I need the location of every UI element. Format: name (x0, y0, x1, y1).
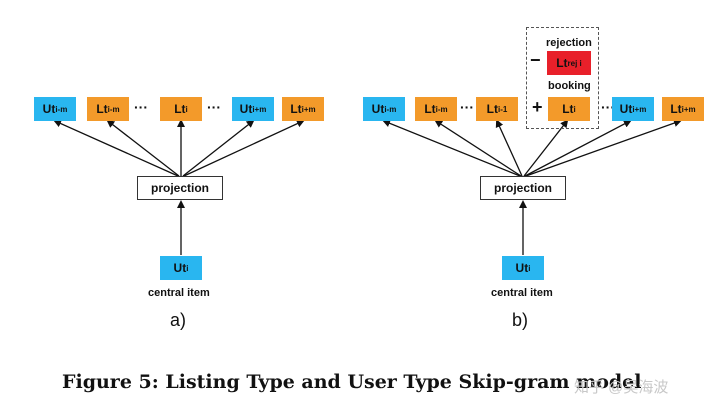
node-base: Ut (515, 261, 529, 275)
node-sub: i+m (301, 104, 316, 114)
node-sub: i-m (435, 104, 448, 114)
arrow-a-proj-to-ut-im (53, 119, 179, 177)
figure-caption: Figure 5: Listing Type and User Type Ski… (62, 371, 642, 393)
node-sub: i (528, 263, 531, 273)
node-base: Ut (42, 102, 56, 116)
arrow-b-proj-to-lt-i (523, 119, 569, 177)
ellipsis-b-2: ··· (601, 99, 615, 115)
ellipsis-a-1: ··· (134, 99, 148, 115)
arrow-b-proj-to-ut-ipm (524, 120, 632, 177)
arrow-a-proj-to-ut-ipm (182, 119, 255, 177)
panel-label-a: a) (170, 310, 187, 330)
central-item-label-a: central item (148, 287, 210, 299)
node-base: Lt (96, 102, 108, 116)
node-sub: i+m (252, 104, 267, 114)
node-sub: rej i (567, 58, 582, 68)
node-base: Ut (173, 261, 187, 275)
node-sub: i+m (681, 104, 696, 114)
node-sub: i (573, 104, 576, 114)
rejection-booking-dashed-box (526, 27, 599, 129)
node-base: Lt (486, 102, 498, 116)
node-base: Lt (670, 102, 682, 116)
node-base: Lt (556, 56, 568, 70)
arrow-b-proj-to-lt-ipm (525, 119, 682, 177)
node-base: Ut (619, 102, 633, 116)
ellipsis-a-2: ··· (207, 99, 221, 115)
ellipsis-b-1: ··· (460, 99, 474, 115)
arrow-b-proj-to-lt-im (434, 119, 522, 177)
watermark: 知乎 @吴海波 (574, 379, 669, 396)
node-sub: i-1 (497, 104, 508, 114)
node-base: Lt (562, 102, 574, 116)
arrow-b-proj-to-lt-i1 (495, 119, 523, 177)
arrow-a-proj-to-lt-ipm (183, 119, 305, 177)
node-sub: i (186, 263, 189, 273)
node-base: Lt (174, 102, 186, 116)
projection-b: projection (480, 176, 566, 200)
booking-label: booking (548, 80, 591, 92)
node-base: Ut (371, 102, 385, 116)
rejection-label: rejection (546, 37, 592, 49)
node-base: Lt (424, 102, 436, 116)
node-sub: i-m (107, 104, 120, 114)
projection-a: projection (137, 176, 223, 200)
node-sub: i (185, 104, 188, 114)
minus-sign: − (530, 50, 541, 70)
node-sub: i+m (632, 104, 647, 114)
node-sub: i-m (55, 104, 68, 114)
node-sub: i-m (384, 104, 397, 114)
arrow-a-proj-to-lt-im (106, 119, 180, 177)
node-base: Ut (239, 102, 253, 116)
plus-sign: + (532, 97, 543, 117)
panel-label-b: b) (512, 310, 529, 330)
arrow-b-proj-to-ut-im (382, 119, 521, 177)
central-item-label-b: central item (491, 287, 553, 299)
node-base: Lt (290, 102, 302, 116)
